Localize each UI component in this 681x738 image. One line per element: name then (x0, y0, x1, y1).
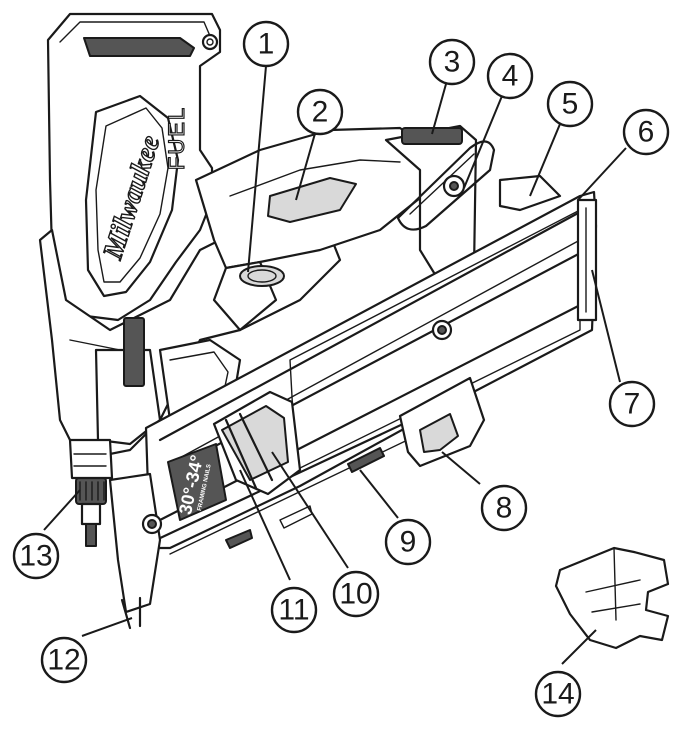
callout-8: 8 (480, 484, 528, 532)
svg-text:1: 1 (258, 28, 275, 61)
leader-lines (43, 65, 627, 665)
magazine-latch (398, 376, 486, 468)
callout-6: 6 (622, 108, 670, 156)
svg-text:9: 9 (400, 526, 417, 559)
callout-14: 14 (534, 670, 582, 718)
nose-assembly (68, 438, 163, 630)
callout-12: 12 (40, 636, 88, 684)
svg-text:8: 8 (496, 492, 513, 525)
handle-assembly (194, 126, 434, 332)
magazine-label-plate: 30°-34° FRAMING NAILS (167, 443, 227, 521)
svg-text:7: 7 (624, 388, 641, 421)
svg-text:FUEL: FUEL (164, 106, 189, 170)
svg-text:14: 14 (541, 678, 574, 711)
battery-pack: Milwaukee FUEL (46, 12, 222, 322)
nail-pusher (212, 390, 302, 496)
callout-5: 5 (546, 80, 594, 128)
no-mar-pad (554, 546, 670, 650)
svg-text:10: 10 (339, 578, 372, 611)
callout-11: 11 (270, 586, 318, 634)
callout-3: 3 (428, 38, 476, 86)
svg-text:6: 6 (638, 116, 655, 149)
callout-2: 2 (296, 88, 344, 136)
svg-text:11: 11 (278, 594, 309, 627)
svg-text:5: 5 (562, 88, 579, 121)
callout-1: 1 (242, 20, 290, 68)
callout-10: 10 (332, 570, 380, 618)
fuel-logo: FUEL (163, 105, 189, 170)
svg-text:2: 2 (312, 96, 329, 129)
callout-4: 4 (486, 52, 534, 100)
svg-text:13: 13 (19, 540, 52, 573)
callout-9: 9 (384, 518, 432, 566)
callout-13: 13 (12, 532, 60, 580)
callout-7: 7 (608, 380, 656, 428)
svg-text:3: 3 (444, 46, 461, 79)
svg-text:4: 4 (502, 60, 519, 93)
svg-text:12: 12 (47, 644, 80, 677)
